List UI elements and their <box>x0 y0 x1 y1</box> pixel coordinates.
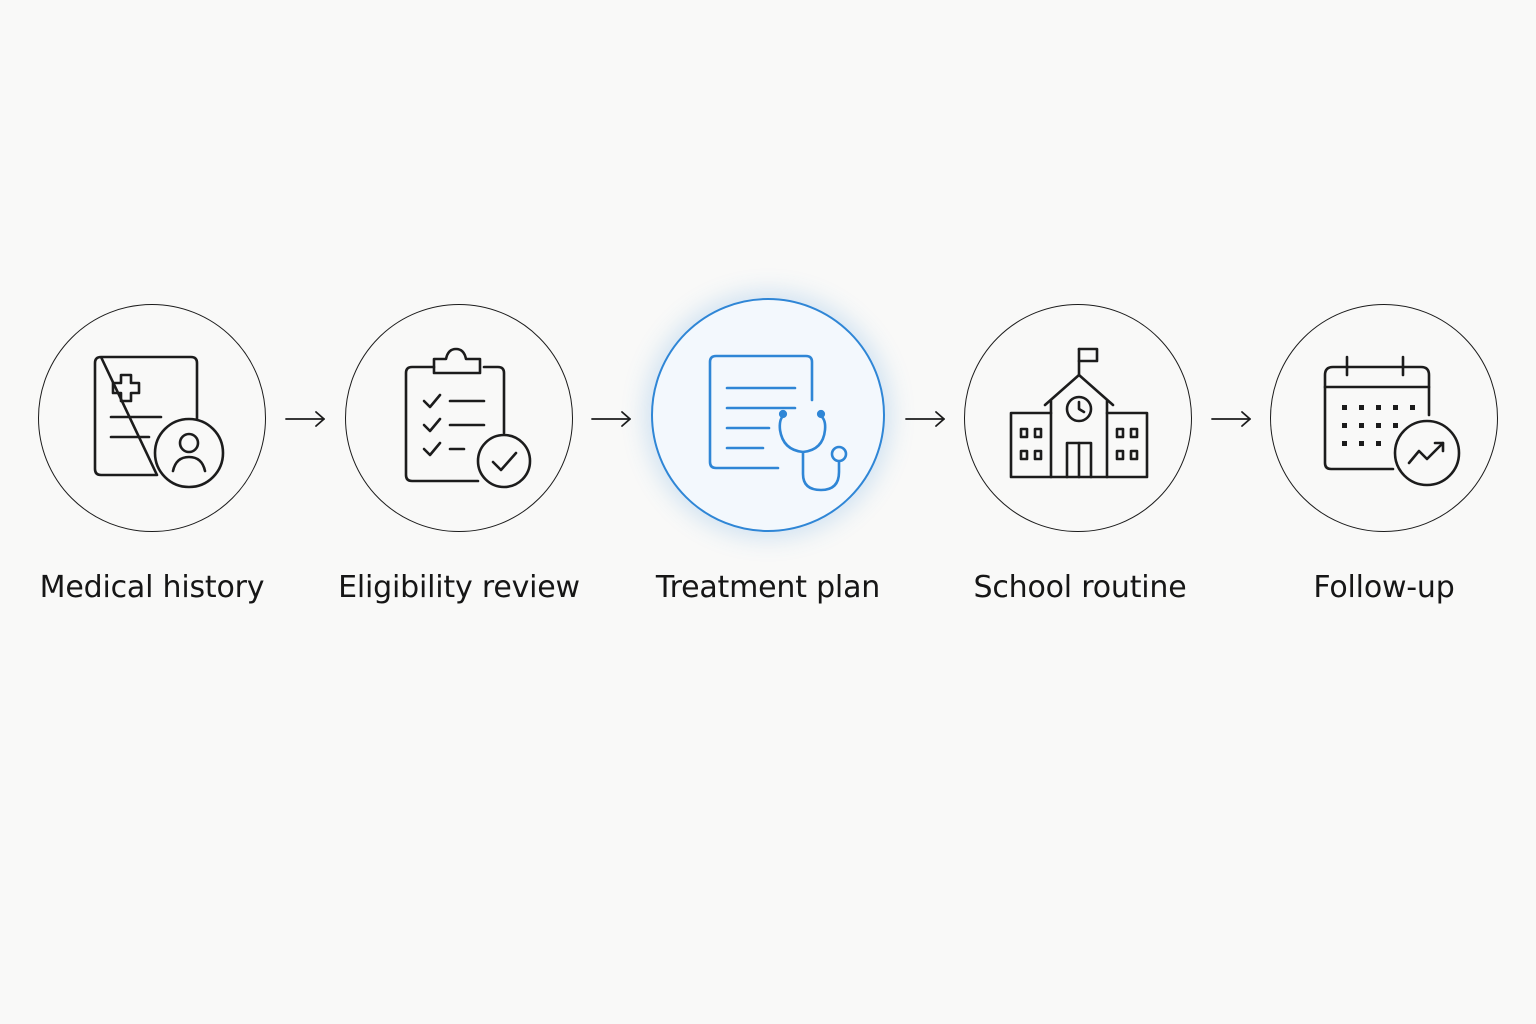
step-follow-up[interactable] <box>1270 304 1498 532</box>
step-treatment-plan[interactable] <box>651 298 885 532</box>
step-label-medical-history: Medical history <box>39 570 265 605</box>
step-school-routine[interactable] <box>964 304 1192 532</box>
step-label-treatment-plan: Treatment plan <box>655 570 881 605</box>
flow-arrow-3 <box>905 411 945 427</box>
step-label-follow-up: Follow-up <box>1313 570 1455 605</box>
stethoscope-document-icon <box>708 354 848 492</box>
step-label-school-routine: School routine <box>973 570 1187 605</box>
calendar-trend-icon <box>1323 355 1461 487</box>
school-building-icon <box>1009 347 1149 479</box>
patient-record-icon <box>93 355 225 489</box>
flow-arrow-1 <box>285 411 325 427</box>
clipboard-check-icon <box>404 347 532 489</box>
flow-arrow-2 <box>591 411 631 427</box>
flow-arrow-4 <box>1211 411 1251 427</box>
step-label-eligibility-review: Eligibility review <box>338 570 580 605</box>
step-medical-history[interactable] <box>38 304 266 532</box>
step-eligibility-review[interactable] <box>345 304 573 532</box>
